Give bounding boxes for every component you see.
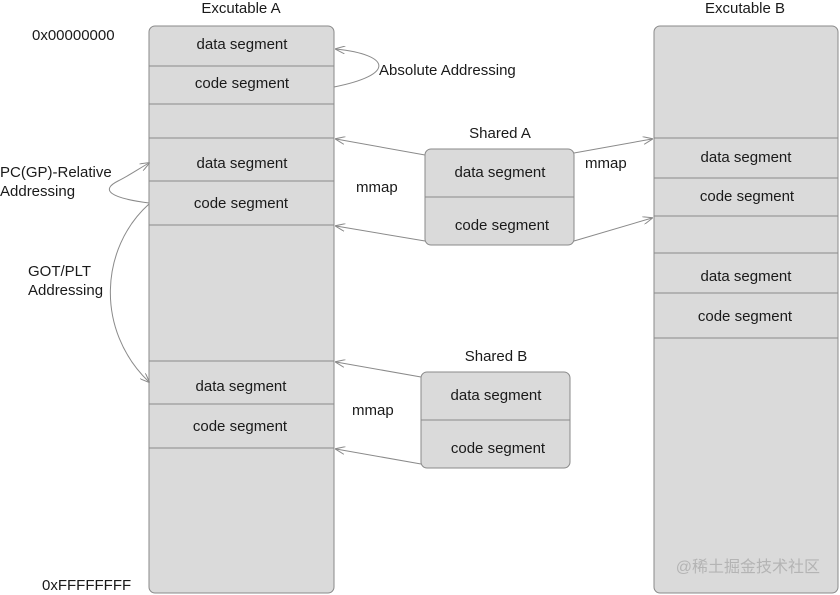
got-plt-label-line2: Addressing — [28, 282, 103, 299]
exec-b-code-segment-2: code segment — [698, 308, 793, 325]
watermark: @稀土掘金技术社区 — [676, 558, 820, 576]
got-plt-label-line1: GOT/PLT — [28, 263, 91, 280]
exec-b-code-segment-1: code segment — [700, 188, 795, 205]
exec-a-data-segment-2: data segment — [197, 155, 289, 172]
mmap-label-shared-b: mmap — [352, 402, 394, 419]
executable-a-title: Excutable A — [201, 0, 280, 17]
mmap-label-shared-a-right: mmap — [585, 155, 627, 172]
mmap-arrow-shared-a-code-to-exec-b — [573, 218, 652, 242]
shared-a-code-segment: code segment — [455, 217, 550, 234]
address-end: 0xFFFFFFFF — [42, 577, 131, 594]
shared-b-code-segment: code segment — [451, 440, 546, 457]
executable-a-box — [148, 25, 335, 594]
shared-b-data-segment: data segment — [451, 387, 543, 404]
exec-a-data-segment-1: data segment — [197, 36, 289, 53]
shared-b-title: Shared B — [465, 348, 528, 365]
executable-a: Excutable A data segment code segment da… — [148, 0, 335, 594]
exec-a-data-segment-3: data segment — [196, 378, 288, 395]
executable-b-title: Excutable B — [705, 0, 785, 17]
executable-b-box — [653, 25, 839, 594]
absolute-addressing-label: Absolute Addressing — [379, 62, 516, 79]
absolute-addressing-arrow — [333, 49, 380, 88]
shared-a-title: Shared A — [469, 125, 531, 142]
mmap-arrow-shared-a-code-to-exec-a — [336, 226, 426, 242]
pc-relative-arrow — [108, 163, 149, 204]
exec-b-data-segment-1: data segment — [701, 149, 793, 166]
mmap-label-shared-a-left: mmap — [356, 179, 398, 196]
shared-a: Shared A data segment code segment — [424, 125, 575, 246]
shared-b: Shared B data segment code segment — [420, 348, 571, 469]
address-start: 0x00000000 — [32, 27, 115, 44]
pc-relative-label-line2: Addressing — [0, 183, 75, 200]
mmap-arrow-shared-b-code-to-exec-a — [336, 449, 422, 465]
got-plt-arrow — [109, 203, 149, 382]
mmap-arrow-shared-a-data-to-exec-b — [573, 139, 652, 154]
mmap-arrow-shared-a-data-to-exec-a — [336, 139, 426, 156]
shared-a-data-segment: data segment — [455, 164, 547, 181]
exec-a-code-segment-2: code segment — [194, 195, 289, 212]
executable-b: Excutable B data segment code segment da… — [653, 0, 839, 594]
exec-a-code-segment-3: code segment — [193, 418, 288, 435]
pc-relative-label-line1: PC(GP)-Relative — [0, 164, 112, 181]
mmap-arrow-shared-b-data-to-exec-a — [336, 362, 422, 378]
exec-b-data-segment-2: data segment — [701, 268, 793, 285]
exec-a-code-segment-1: code segment — [195, 75, 290, 92]
